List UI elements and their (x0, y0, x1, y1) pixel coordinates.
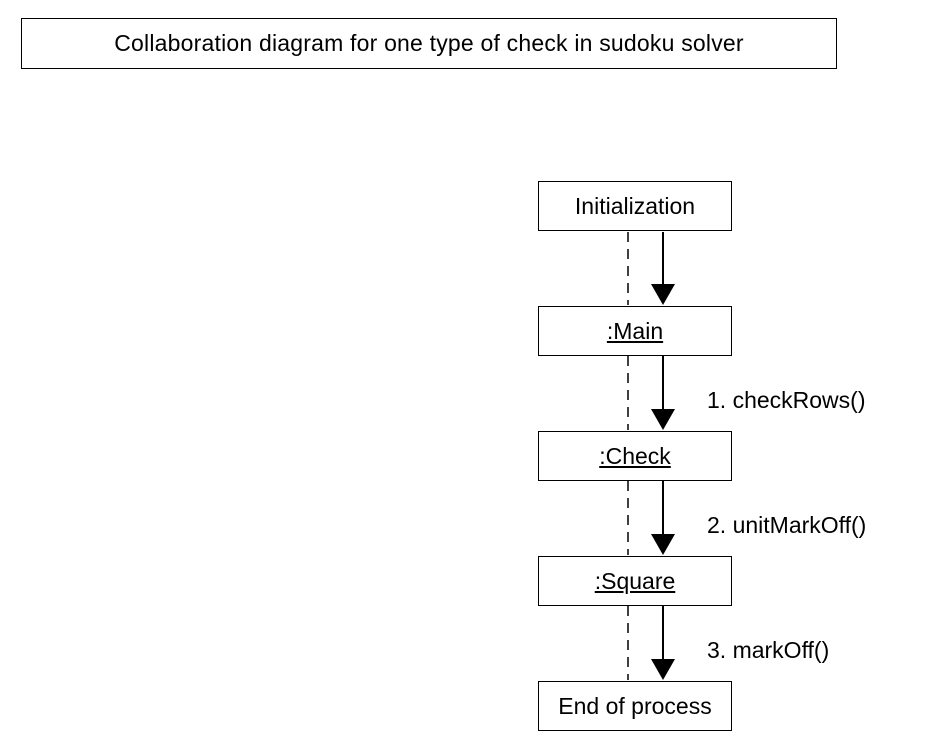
node-initialization-label: Initialization (574, 192, 696, 219)
diagram-title: Collaboration diagram for one type of ch… (21, 18, 837, 69)
arrow-head-3 (651, 534, 675, 555)
message-unit-mark-off: 2. unitMarkOff() (707, 512, 867, 538)
arrow-head-2 (651, 409, 675, 430)
arrow-head-4 (651, 659, 675, 680)
node-initialization: Initialization (538, 181, 732, 231)
message-mark-off: 3. markOff() (707, 637, 830, 663)
node-check: :Check (538, 431, 732, 481)
node-main: :Main (538, 306, 732, 356)
node-square-label: :Square (594, 567, 676, 594)
message-check-rows: 1. checkRows() (707, 387, 866, 413)
arrow-head-1 (651, 284, 675, 305)
node-check-label: :Check (599, 442, 671, 469)
diagram-title-text: Collaboration diagram for one type of ch… (114, 30, 744, 56)
node-end-of-process: End of process (538, 681, 732, 731)
node-end-label: End of process (558, 692, 712, 719)
node-main-label: :Main (606, 317, 664, 344)
node-square: :Square (538, 556, 732, 606)
